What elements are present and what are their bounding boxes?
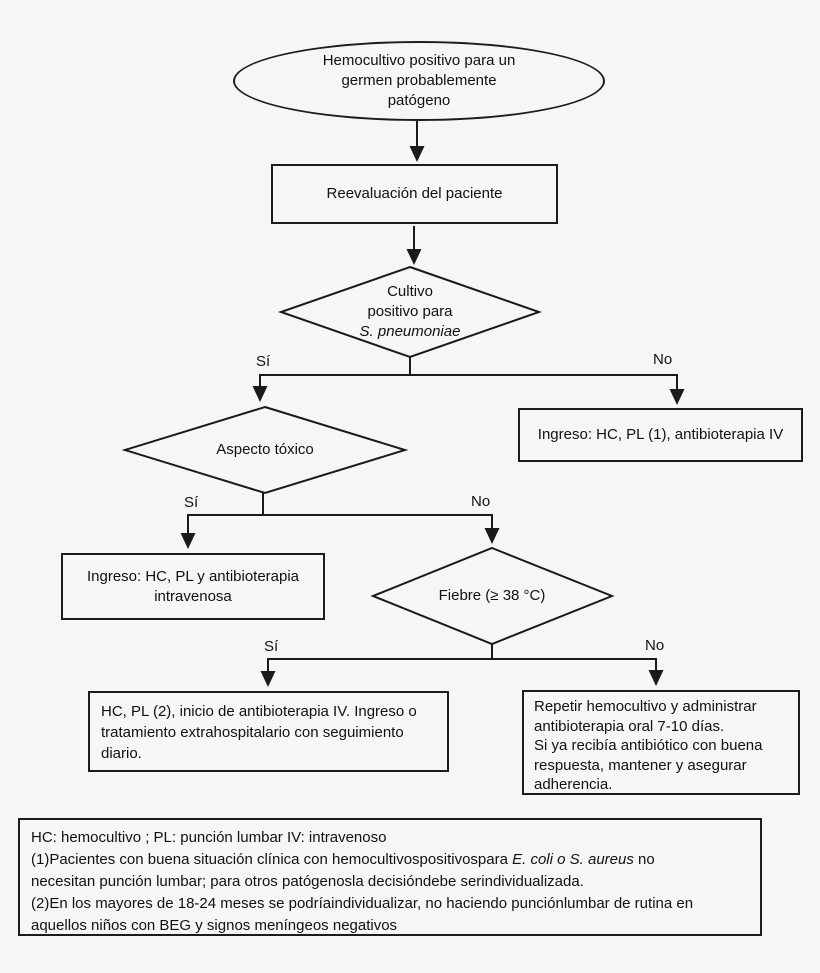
d1-line2: positivo para [367,303,453,320]
hc-pl2-box: HC, PL (2), inicio de antibioterapia IV.… [88,691,449,772]
repeat-line4: respuesta, mantener y asegurar [534,756,747,774]
repeat-line2: antibioterapia oral 7-10 días. [534,717,725,735]
branch1-yes-label: Sí [256,353,271,370]
footnote-line2-italic: E. coli o S. aureus [512,851,634,868]
start-text-line1: Hemocultivo positivo para un [322,52,516,69]
reevaluation-box: Reevaluación del paciente [271,164,558,224]
repeat-line3: Si ya recibía antibiótico con buena [534,737,763,754]
hc-pl2-line1: HC, PL (2), inicio de antibioterapia IV.… [101,703,417,720]
fever-diamond [370,546,615,646]
footnote-line2-pre: (1)Pacientes con buena situación clínica… [31,851,513,868]
start-ellipse: Hemocultivo positivo para un germen prob… [233,41,605,121]
toxic-appearance-diamond-text: Aspecto tóxico [216,441,314,458]
footnote-line2-post: no [633,851,655,868]
footnote-line2: (1)Pacientes con buena situación clínica… [31,849,749,871]
footnote-line4: (2)En los mayores de 18-24 meses se podr… [31,895,694,912]
admission-iv-line1: Ingreso: HC, PL y antibioterapia [86,567,300,585]
hc-pl2-line2: tratamiento extrahospitalario con seguim… [101,724,404,741]
culture-positive-diamond-text: Cultivo positivo para S. pneumoniae [310,282,510,342]
admission-iv-line2: intravenosa [154,587,232,605]
branch3-no-label: No [645,637,665,654]
branch2-yes-label: Sí [184,494,199,511]
culture-positive-diamond [277,265,543,359]
repeat-line1: Repetir hemocultivo y administrar [534,698,757,715]
admission-iv-box: Ingreso: HC, PL y antibioterapia intrave… [61,553,325,620]
start-text-line2: germen probablemente [341,72,497,89]
hc-pl2-line3: diario. [101,745,142,762]
footnote-line1: HC: hemocultivo ; PL: punción lumbar IV:… [31,829,387,846]
fever-diamond-text: Fiebre (≥ 38 °C) [438,587,546,604]
repeat-blood-culture-box: Repetir hemocultivo y administrar antibi… [522,690,800,795]
footnote-line3: necesitan punción lumbar; para otros pat… [31,873,584,890]
d1-line1: Cultivo [387,283,433,300]
branch1-no-label: No [653,351,673,368]
footnotes-box: HC: hemocultivo ; PL: punción lumbar IV:… [18,818,762,936]
branch3-yes-label: Sí [264,638,279,655]
admission-hc-pl1-text: Ingreso: HC, PL (1), antibioterapia IV [537,426,784,443]
reevaluation-text: Reevaluación del paciente [326,185,503,202]
repeat-line5: adherencia. [534,776,613,793]
branch2-no-label: No [471,493,491,510]
d1-line3: S. pneumoniae [359,323,461,340]
toxic-appearance-diamond [121,405,409,495]
footnote-line5: aquellos niños con BEG y signos meníngeo… [31,917,398,934]
start-text-line3: patógeno [387,92,451,109]
admission-hc-pl1-box: Ingreso: HC, PL (1), antibioterapia IV [518,408,803,462]
